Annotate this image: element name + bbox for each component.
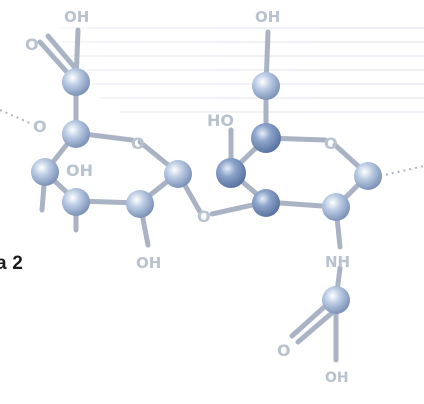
atom — [322, 286, 350, 314]
atom — [216, 158, 246, 188]
atom — [251, 123, 281, 153]
label-o-ring-left: O — [131, 134, 145, 153]
atoms — [31, 68, 382, 314]
label-oh-top-left: OH — [64, 8, 89, 26]
label-oh-left-ring: OH — [66, 161, 93, 180]
label-o-ring-right: O — [324, 134, 338, 153]
atom — [126, 190, 154, 218]
label-ho-mid: HO — [207, 111, 234, 130]
atom — [164, 160, 192, 188]
atom — [322, 193, 350, 221]
atom — [62, 68, 90, 96]
label-oh-bottom: OH — [136, 254, 161, 272]
atom — [31, 158, 59, 186]
label-oh-bottom-right: OH — [325, 370, 349, 386]
label-o-left-edge: O — [33, 117, 47, 136]
atom — [354, 162, 382, 190]
atom — [252, 72, 280, 100]
atom-labels: OH OH HO O O O O OH O OH NH O OH — [25, 8, 350, 386]
atom — [62, 188, 90, 216]
atom — [252, 189, 280, 217]
label-o-carbonyl-bottom: O — [277, 341, 291, 360]
label-nh: NH — [325, 253, 350, 271]
atom — [62, 120, 90, 148]
label-oh-top-right: OH — [255, 8, 280, 26]
label-o-bridge: O — [197, 207, 211, 226]
dotted-chain — [0, 109, 424, 177]
figure-caption: a 2 — [0, 253, 24, 274]
label-o-carbonyl-top: O — [25, 35, 39, 54]
